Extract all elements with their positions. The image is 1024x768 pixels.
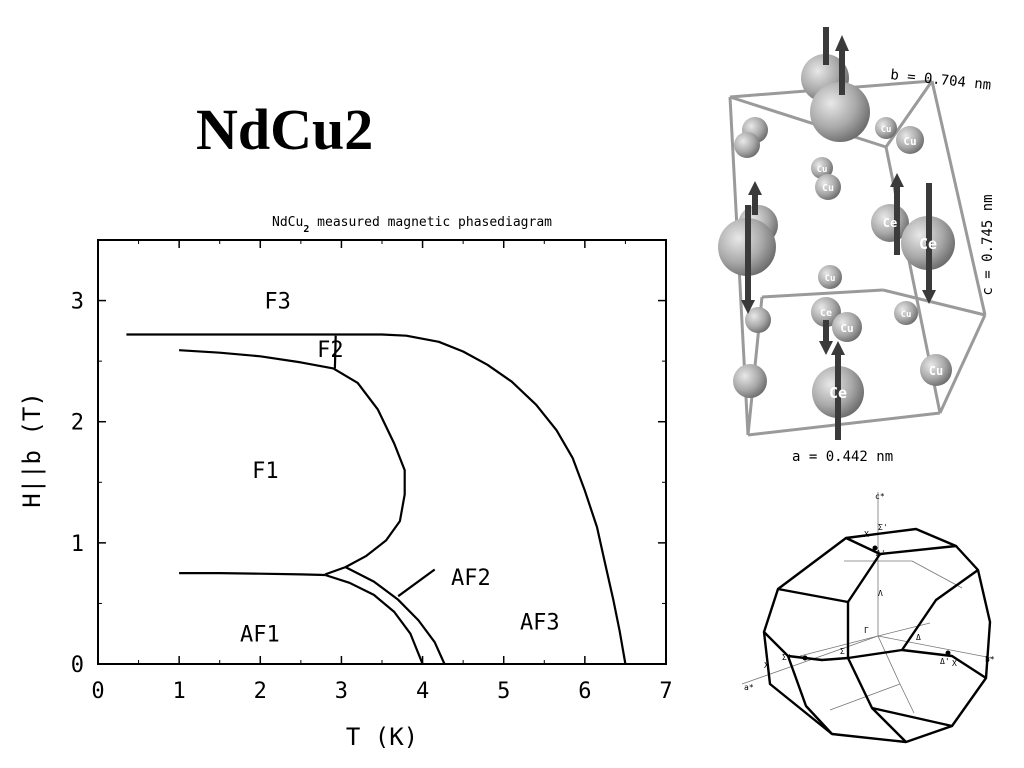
x-tick-label: 3 [335,679,348,704]
svg-text:Ce: Ce [883,216,897,230]
phase-label-f1: F1 [252,459,279,484]
svg-text:Σ': Σ' [878,523,888,532]
svg-text:Σ: Σ [840,647,845,656]
x-tick-label: 7 [659,679,672,704]
bz-points [802,545,951,661]
svg-text:X: X [952,659,957,668]
svg-text:Σ': Σ' [782,653,792,662]
svg-text:Ce: Ce [820,308,832,319]
x-tick-label: 4 [416,679,429,704]
phase-boundary-4 [324,573,424,665]
svg-text:Λ: Λ [878,589,883,598]
bz-labels: c* a* b* X Σ' Δ' Λ Γ Σ Δ X Σ' Δ' X [744,492,995,692]
y-tick-label: 0 [71,653,84,678]
y-axis-label: H||b (T) [18,392,46,508]
bz-outline [762,527,992,744]
phase-boundary-7 [397,568,436,598]
svg-text:Δ: Δ [916,633,921,642]
svg-text:Γ: Γ [864,626,869,635]
svg-text:c*: c* [875,492,885,501]
y-tick-label: 1 [71,532,84,557]
phase-boundary-1 [126,333,627,665]
page-title: NdCu2 [196,97,374,162]
svg-text:Cu: Cu [903,135,916,148]
svg-text:X: X [864,530,869,539]
x-tick-label: 1 [173,679,186,704]
brillouin-zone-diagram: c* a* b* X Σ' Δ' Λ Γ Σ Δ X Σ' Δ' X [741,492,995,744]
phase-label-af2: AF2 [451,566,491,591]
phase-label-f3: F3 [264,290,291,315]
y-tick-label: 3 [71,290,84,315]
svg-text:Cu: Cu [881,125,892,135]
lattice-label-c: c = 0.745 nm [980,194,996,295]
x-tick-label: 5 [497,679,510,704]
phase-boundary-2 [179,349,406,576]
phase-boundary-3 [179,572,326,577]
phase-boundary-5 [344,566,446,665]
x-axis-label: T (K) [346,723,418,751]
x-tick-label: 0 [91,679,104,704]
svg-text:Cu: Cu [817,165,828,175]
svg-text:X: X [764,661,769,670]
svg-text:Ce: Ce [919,235,937,253]
lattice-label-b: b = 0.704 nm [890,67,992,93]
svg-text:Cu: Cu [929,364,943,378]
phase-label-af1: AF1 [240,623,280,648]
phase-diagram-chart: NdCu2 measured magnetic phasediagram 0 1 2… [18,215,673,751]
svg-text:b*: b* [985,655,995,664]
crystal-structure-diagram: Cu Cu Cu Cu Cu Cu Ce Cu Cu Ce Ce Ce b = … [718,27,996,465]
y-tick-label: 2 [71,411,84,436]
svg-text:Cu: Cu [840,322,853,335]
x-tick-label: 2 [254,679,267,704]
svg-text:a*: a* [744,683,754,692]
atoms [718,54,955,418]
phase-label-af3: AF3 [520,611,560,636]
svg-text:Δ': Δ' [876,549,886,558]
phase-label-f2: F2 [317,338,344,363]
chart-title: NdCu2 measured magnetic phasediagram [272,215,552,235]
svg-text:Ce: Ce [829,384,847,402]
lattice-label-a: a = 0.442 nm [792,449,893,465]
svg-text:Cu: Cu [822,183,834,194]
svg-text:Cu: Cu [825,274,836,284]
x-tick-label: 6 [578,679,591,704]
svg-text:Δ': Δ' [940,657,950,666]
spin-arrows [741,27,936,440]
bz-thin-lines [741,492,993,714]
phase-boundary-6 [333,335,337,369]
svg-text:Cu: Cu [901,310,912,320]
atom-labels: Cu Cu Cu Cu Cu Cu Ce Cu Cu Ce Ce Ce [817,125,944,402]
